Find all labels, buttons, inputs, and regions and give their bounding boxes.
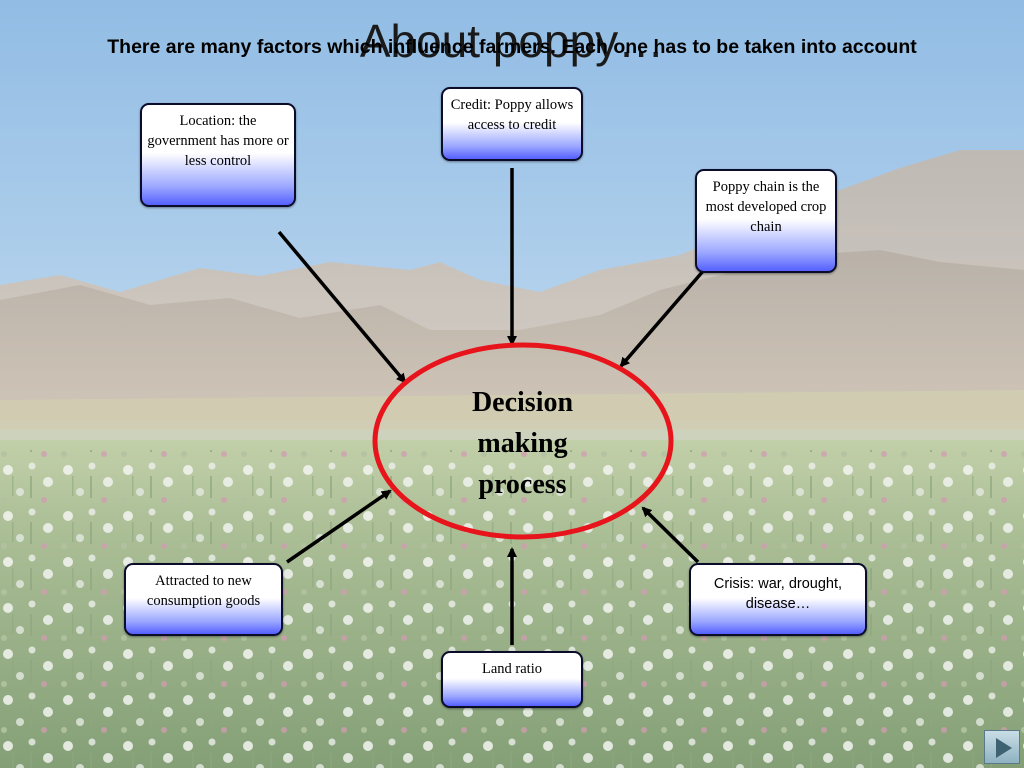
factor-box-credit: Credit: Poppy allows access to credit — [441, 87, 583, 161]
arrow-chain-to-center — [619, 268, 706, 368]
factor-box-location: Location: the government has more or les… — [140, 103, 296, 207]
center-line-1: Decision — [471, 387, 574, 418]
play-triangle-icon — [996, 738, 1012, 758]
center-node-label: Decision making process — [420, 382, 625, 505]
next-slide-button[interactable] — [984, 730, 1020, 764]
factor-box-land-ratio: Land ratio — [441, 651, 583, 708]
factor-box-poppy-chain: Poppy chain is the most developed crop c… — [695, 169, 837, 273]
decision-ellipse — [372, 342, 674, 540]
center-line-2: making — [477, 428, 568, 459]
factor-box-consumption-goods: Attracted to new consumption goods — [124, 563, 283, 636]
slide-subtitle: There are many factors which influence f… — [107, 36, 917, 58]
arrow-crisis-to-center — [641, 506, 700, 564]
arrow-location-to-center — [277, 230, 407, 384]
factor-box-crisis: Crisis: war, drought, disease… — [689, 563, 867, 636]
slide-title: About poppy… — [359, 15, 665, 67]
center-line-3: process — [478, 469, 567, 500]
arrow-attract-to-center — [286, 489, 392, 564]
